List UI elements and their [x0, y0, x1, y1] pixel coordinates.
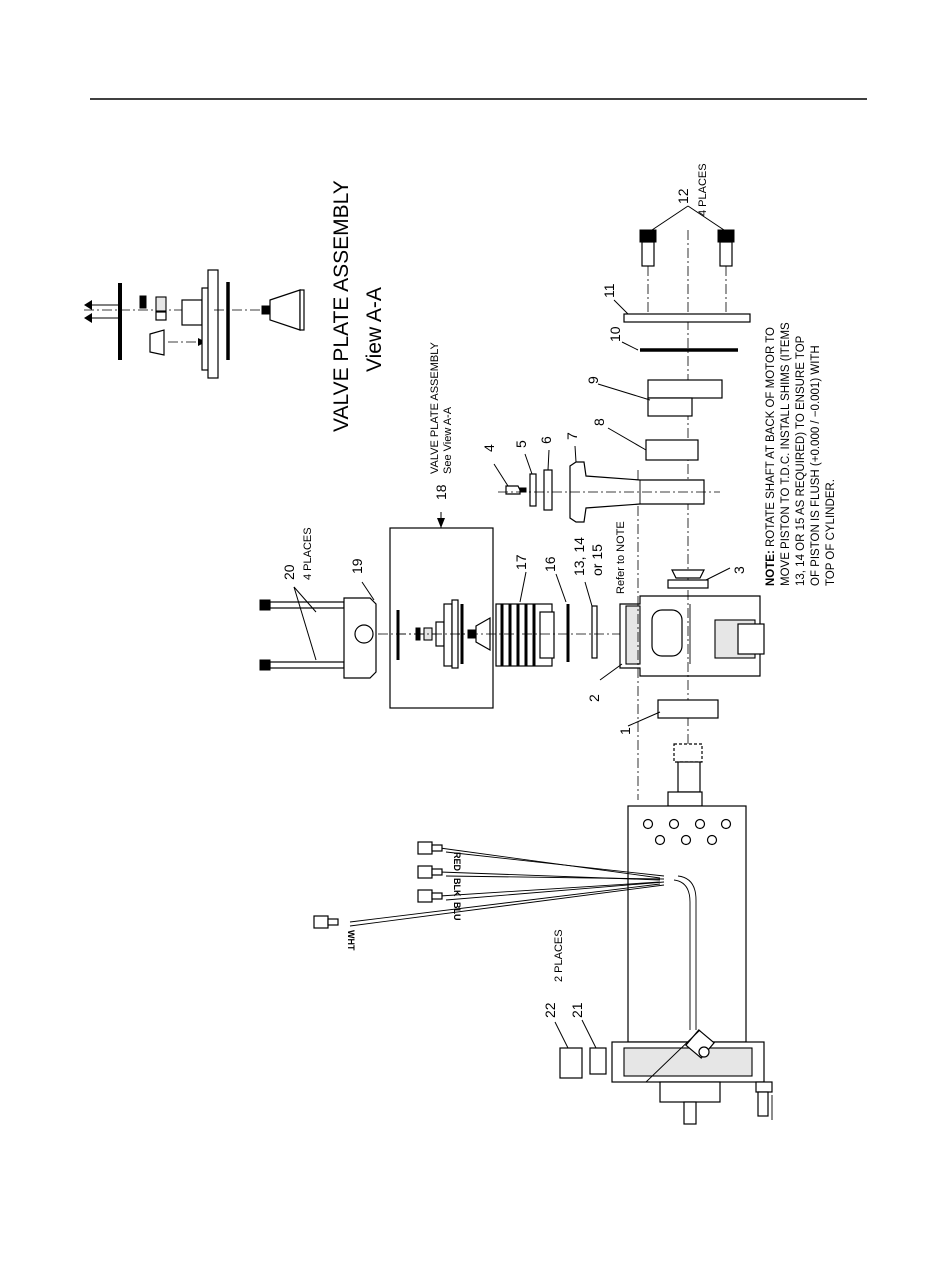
view-aa-detail — [84, 269, 305, 379]
item-12-screws — [639, 229, 735, 314]
label-item-22: 22 — [542, 1002, 558, 1018]
leader-19 — [361, 581, 375, 601]
note-line-1: ROTATE SHAFT AT BACK OF MOTOR TO — [765, 327, 777, 550]
places-12: 4 PLACES — [697, 163, 709, 216]
leader-20b — [293, 586, 317, 661]
view-aa-title: VALVE PLATE ASSEMBLY — [330, 180, 353, 432]
motor-body — [611, 805, 773, 1125]
leader-5 — [524, 453, 533, 475]
label-item-3: 3 — [731, 566, 747, 574]
label-item-12: 12 — [675, 188, 691, 204]
label-item-8: 8 — [591, 418, 607, 426]
label-item-19: 19 — [349, 558, 365, 574]
item-3-counterweight — [667, 569, 709, 589]
leader-21 — [581, 1019, 597, 1049]
leader-3 — [705, 567, 731, 581]
item-9-eccentric — [647, 379, 723, 417]
label-item-4: 4 — [481, 444, 497, 452]
label-item-20: 20 — [281, 564, 297, 580]
places-20: 4 PLACES — [302, 527, 314, 580]
item-1-bearing — [657, 699, 719, 719]
item-17-cylinder — [495, 603, 555, 667]
item-5-retainer — [529, 473, 537, 507]
item-21-part — [589, 1047, 607, 1075]
item-19-cylinder-head — [343, 597, 377, 679]
label-item-10: 10 — [607, 326, 623, 342]
label-item-17: 17 — [513, 554, 529, 570]
label-item-11: 11 — [601, 283, 617, 298]
item-18-box — [389, 527, 494, 709]
motor-shaft — [667, 743, 703, 807]
wire-label-blu: BLU — [452, 902, 462, 921]
places-22: 2 PLACES — [553, 929, 565, 982]
label-item-6: 6 — [538, 436, 554, 444]
note-line-5: TOP OF CYLINDER. — [825, 479, 837, 586]
leader-6 — [547, 449, 550, 471]
leader-16 — [555, 573, 567, 603]
leader-12a — [651, 205, 689, 231]
item-8-bearing — [645, 439, 699, 461]
item-4-screw — [505, 485, 527, 495]
label-item-9: 9 — [585, 376, 601, 384]
leader-8 — [607, 427, 647, 451]
item-2-crankcase — [619, 595, 765, 677]
label-item-2: 2 — [586, 694, 602, 702]
wire-harness — [313, 841, 697, 1030]
item-6-cup — [543, 469, 553, 511]
leader-1 — [627, 711, 661, 727]
label-item-7: 7 — [564, 432, 580, 440]
note-line-3: 13, 14 OR 15 AS REQUIRED) TO ENSURE TOP — [795, 335, 807, 586]
note-bold: NOTE: — [765, 550, 777, 586]
leader-4 — [493, 463, 509, 487]
leader-11 — [613, 299, 629, 315]
view-aa-subtitle: View A-A — [363, 287, 386, 372]
item-20-screws — [259, 599, 345, 671]
label-item-13: 13, 14 — [571, 537, 587, 576]
wire-label-red: RED — [452, 852, 462, 872]
leader-10 — [621, 341, 639, 351]
leader-12b — [687, 205, 725, 231]
item-13-shim — [591, 605, 598, 659]
leader-9 — [597, 383, 651, 401]
leader-2 — [599, 663, 623, 681]
label-item-18: 18 — [433, 484, 449, 500]
refer-to-note: Refer to NOTE — [615, 521, 627, 594]
leader-22 — [554, 1021, 569, 1049]
wire-label-blk: BLK — [452, 878, 462, 897]
label-item-21: 21 — [569, 1002, 585, 1018]
leader-13 — [584, 581, 593, 607]
note-line-2: MOVE PISTON TO T.D.C. INSTALL SHIMS (ITE… — [780, 322, 792, 586]
svg-text:NOTE: ROTATE SHAFT AT BACK OF: NOTE: ROTATE SHAFT AT BACK OF MOTOR TO — [765, 327, 777, 586]
leader-17 — [519, 571, 527, 603]
leader-7 — [574, 445, 577, 463]
item-22-part — [559, 1047, 583, 1079]
wire-label-wht: WHT — [346, 930, 356, 951]
note-line-4: OF PISTON IS FLUSH (+0.000 / −0.001) WIT… — [810, 345, 822, 586]
leader-20a — [293, 586, 317, 613]
label-item-5: 5 — [513, 440, 529, 448]
assembly-note: NOTE: ROTATE SHAFT AT BACK OF MOTOR TO M… — [765, 322, 837, 586]
label-item-16: 16 — [542, 556, 558, 572]
label-item-13b: or 15 — [589, 544, 605, 576]
item-11-end-cover — [623, 313, 751, 323]
label-item-1: 1 — [617, 727, 633, 735]
callout-18-title: VALVE PLATE ASSEMBLY — [429, 341, 441, 474]
callout-18-sub: See View A-A — [442, 406, 454, 474]
